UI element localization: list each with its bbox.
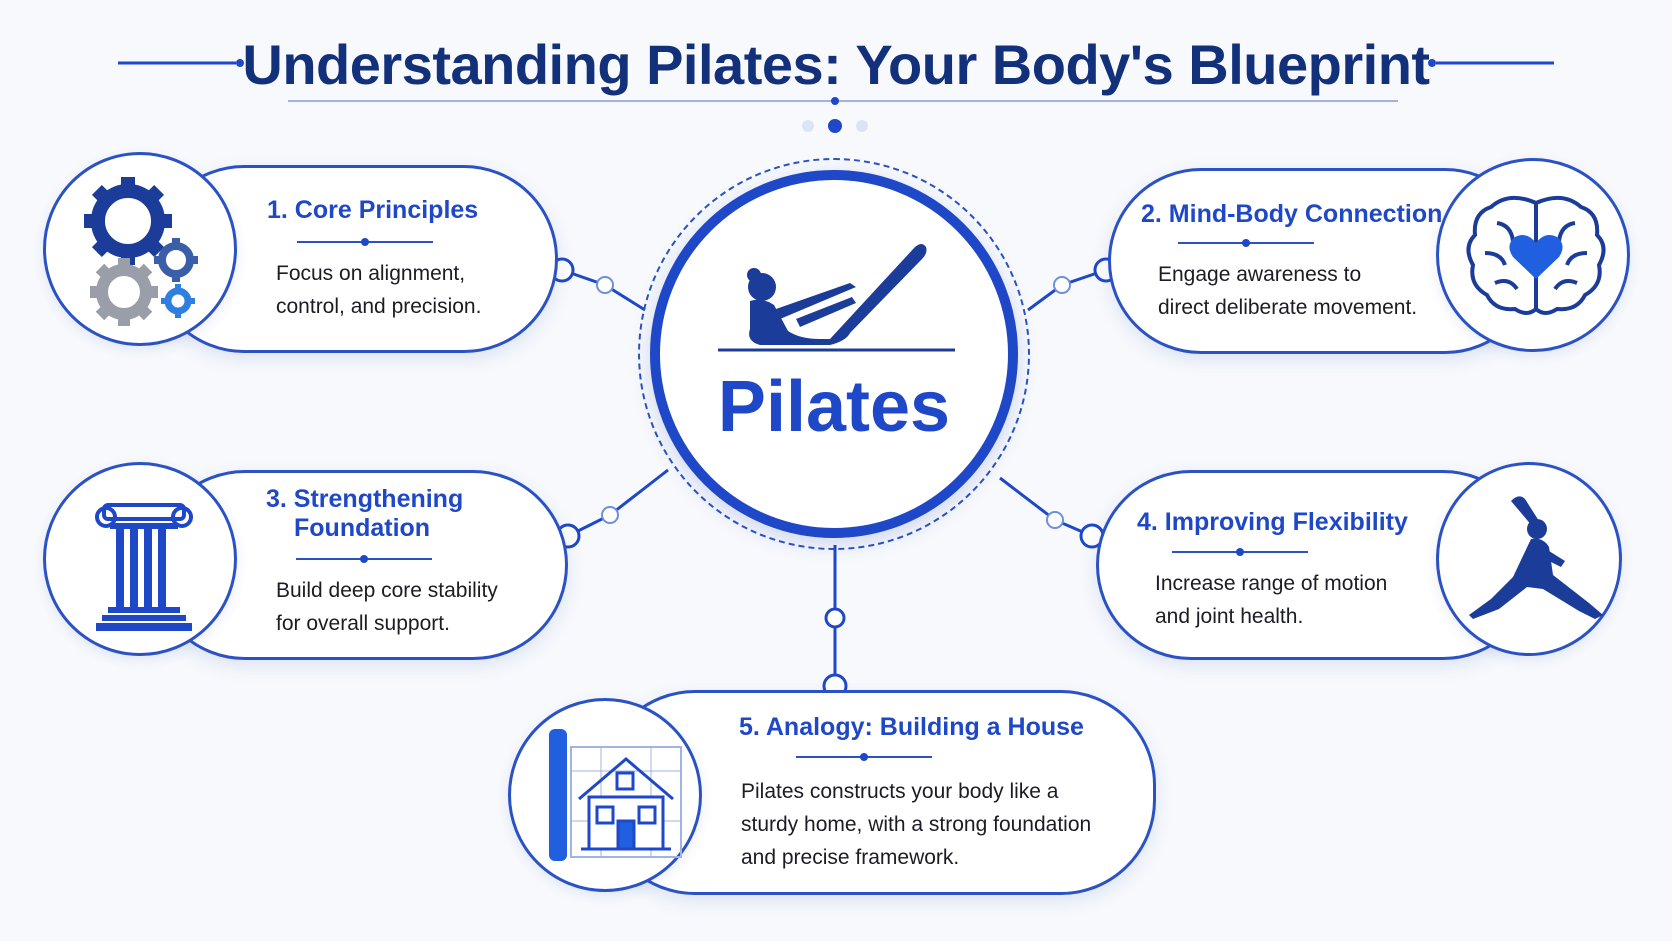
pilates-pose-icon — [718, 244, 955, 352]
card-analogy-desc-2: sturdy home, with a strong foundation — [741, 813, 1092, 836]
gears-icon — [84, 177, 198, 326]
column-icon — [95, 503, 193, 631]
card-mind-body-desc-2: direct deliberate movement. — [1158, 296, 1418, 319]
card-mind-body-title: 2. Mind-Body Connection — [1141, 200, 1443, 228]
analogy-icon-circle — [508, 698, 702, 892]
brain-heart-icon — [1466, 195, 1606, 315]
divider — [796, 753, 932, 761]
card-flexibility-title: 4. Improving Flexibility — [1137, 508, 1408, 536]
center-dashed-ring — [638, 158, 1030, 550]
page-title: Understanding Pilates: Your Body's Bluep… — [242, 33, 1430, 96]
card-core-principles-desc-2: control, and precision. — [276, 295, 482, 318]
card-analogy-title: 5. Analogy: Building a House — [739, 713, 1084, 741]
card-strengthening-desc-2: for overall support. — [276, 612, 450, 635]
card-flexibility-desc-1: Increase range of motion — [1155, 572, 1388, 595]
divider — [297, 238, 433, 246]
house-blueprint-icon — [549, 729, 682, 861]
mind-body-icon-circle — [1436, 158, 1630, 352]
divider — [296, 555, 432, 563]
card-strengthening-desc-1: Build deep core stability — [276, 579, 498, 602]
divider — [1178, 239, 1314, 247]
center-label: Pilates — [717, 367, 951, 447]
divider — [1172, 548, 1308, 556]
stretch-pose-icon — [1469, 496, 1603, 619]
core-principles-icon-circle — [43, 152, 237, 346]
flexibility-icon-circle — [1436, 462, 1622, 656]
center-hub — [650, 170, 1018, 538]
card-analogy-desc-3: and precise framework. — [741, 846, 960, 869]
card-strengthening-title-1: 3. Strengthening — [266, 485, 464, 513]
card-flexibility-desc-2: and joint health. — [1155, 605, 1304, 628]
card-mind-body-desc-1: Engage awareness to — [1158, 263, 1362, 286]
strengthening-icon-circle — [43, 462, 237, 656]
card-analogy-desc-1: Pilates constructs your body like a — [741, 780, 1059, 803]
card-core-principles-desc-1: Focus on alignment, — [276, 262, 466, 285]
card-strengthening-title-2: Foundation — [294, 514, 431, 542]
card-core-principles-title: 1. Core Principles — [267, 196, 479, 224]
